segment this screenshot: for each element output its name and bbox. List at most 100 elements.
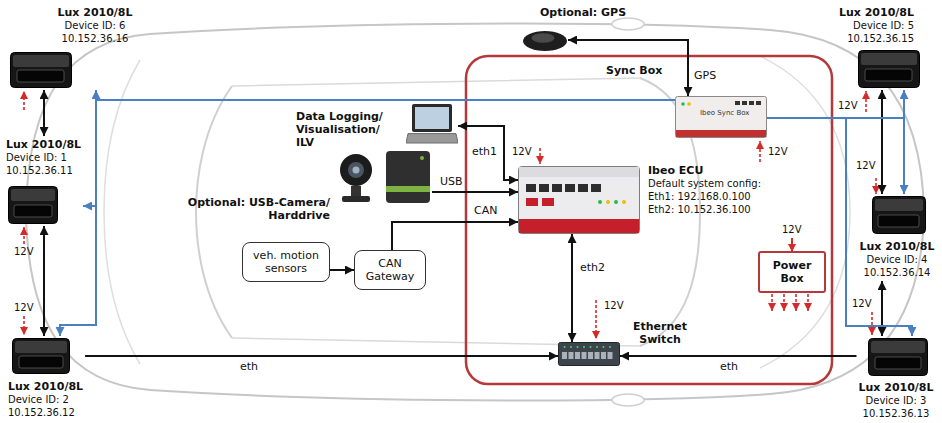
node-text: Eth2: 10.152.36.100 — [648, 203, 761, 216]
node-text: 10.152.36.12 — [8, 406, 83, 419]
text-block: Data Logging/ Visualisation/ ILV — [296, 110, 394, 149]
label-wrap: 12V — [782, 224, 802, 236]
text-block: Lux 2010/8LDevice ID: 410.152.36.14 — [859, 240, 934, 279]
edge-label-wrap: USB — [440, 176, 463, 188]
ethernet-switch: Ethernet Switch — [558, 342, 620, 366]
mirror — [612, 18, 644, 30]
lux-icon — [12, 338, 70, 374]
connector-line — [458, 126, 518, 180]
edge-label-wrap: eth2 — [580, 262, 605, 274]
edge-label-wrap: eth — [720, 361, 738, 373]
lux-icon — [868, 338, 928, 376]
node-text: Data Logging/ Visualisation/ ILV — [296, 110, 394, 149]
edge-label: GPS — [694, 69, 716, 82]
node-text: Eth1: 192.168.0.100 — [648, 190, 761, 203]
hood-line — [760, 56, 850, 368]
sync-box: Sync Box — [675, 96, 767, 138]
voltage-label: 12V — [14, 246, 34, 257]
usb-devices: Optional: USB-Camera/ Harddrive — [336, 150, 432, 204]
label-wrap: 12V — [768, 146, 788, 158]
connector-line — [571, 234, 573, 342]
sync-line — [767, 90, 904, 118]
node-text: Ibeo ECU — [648, 164, 761, 177]
logging-laptop: Data Logging/ Visualisation/ ILV — [406, 104, 458, 144]
node-text: Default system config: — [648, 177, 761, 190]
lux-icon — [10, 52, 72, 88]
sensor-box: veh. motion sensors — [242, 242, 330, 282]
ecu-unit: Ibeo ECUDefault system config:Eth1: 192.… — [518, 166, 640, 234]
edge-label: USB — [440, 175, 463, 188]
connector-line — [881, 90, 883, 194]
node-text: Device ID: 4 — [859, 253, 934, 266]
edge-label-wrap: eth1 — [472, 146, 497, 158]
sync-line — [767, 118, 904, 194]
trunk-line — [104, 60, 140, 364]
lidar-sensor: Lux 2010/8LDevice ID: 310.152.36.13 — [856, 336, 935, 422]
label-wrap: 12V — [14, 302, 34, 314]
gateway-box: CAN Gateway — [354, 250, 426, 290]
node-text: Lux 2010/8L — [859, 240, 934, 253]
voltage-label: 12V — [604, 300, 624, 311]
node-text: Device ID: 1 — [6, 151, 81, 164]
edge-label: eth1 — [472, 145, 497, 158]
label-wrap: 12V — [838, 100, 858, 112]
text-block: Lux 2010/8LDevice ID: 510.152.36.15 — [839, 6, 914, 45]
power-box: Power Box — [758, 251, 826, 293]
edge-label-wrap: eth — [240, 361, 258, 373]
lidar-sensor: Lux 2010/8LDevice ID: 610.152.36.16 — [8, 4, 135, 90]
label-wrap: 12V — [14, 246, 34, 258]
label-wrap: 12V — [856, 160, 876, 172]
node-text: Lux 2010/8L — [6, 138, 81, 151]
node-text: 10.152.36.15 — [839, 32, 914, 45]
node-text: 10.152.36.11 — [6, 164, 81, 177]
gps-antenna: Optional: GPS — [522, 28, 568, 52]
voltage-label: 12V — [768, 146, 788, 157]
voltage-label: 12V — [838, 100, 858, 111]
sync-line — [96, 90, 675, 100]
label-wrap: 12V — [604, 300, 624, 312]
text-block: Sync Box — [606, 64, 662, 77]
gps-icon — [522, 28, 568, 52]
edge-label-wrap: CAN — [474, 205, 497, 217]
sync-line — [60, 100, 675, 336]
text-block: Ethernet Switch — [627, 320, 693, 346]
usb-icon — [336, 150, 432, 204]
node-text: Power Box — [768, 259, 816, 285]
text-block: Lux 2010/8LDevice ID: 210.152.36.12 — [8, 380, 83, 419]
lidar-sensor: Lux 2010/8LDevice ID: 110.152.36.11 — [4, 136, 83, 226]
connector-line — [43, 90, 45, 136]
connector-line — [85, 355, 558, 357]
text-block: Lux 2010/8LDevice ID: 310.152.36.13 — [858, 381, 933, 420]
mirror — [612, 394, 644, 406]
connector-line — [392, 222, 518, 250]
text-block: Optional: USB-Camera/ Harddrive — [184, 196, 330, 222]
switch-icon — [558, 342, 620, 366]
power-feed-arrow — [791, 238, 793, 252]
text-block: Ibeo ECUDefault system config:Eth1: 192.… — [648, 164, 761, 216]
car-body — [26, 24, 924, 401]
laptop-icon — [406, 104, 458, 144]
node-text: Lux 2010/8L — [858, 381, 933, 394]
power-arrows — [24, 91, 876, 339]
label-wrap: 12V — [852, 298, 872, 310]
node-text: 10.152.36.13 — [858, 407, 933, 420]
edge-label: eth — [720, 360, 738, 373]
connector-line — [568, 40, 688, 96]
connector-line — [881, 281, 883, 336]
node-text: Optional: GPS — [540, 6, 626, 19]
node-text: CAN Gateway — [363, 257, 417, 283]
lux-icon — [858, 50, 920, 88]
label-wrap: 12V — [512, 146, 532, 158]
voltage-label: 12V — [856, 160, 876, 171]
node-text: Lux 2010/8L — [57, 6, 132, 19]
voltage-label: 12V — [512, 146, 532, 157]
connector-line — [43, 226, 45, 336]
node-text: Device ID: 6 — [57, 19, 132, 32]
edge-label: CAN — [474, 204, 497, 217]
lidar-sensor: Lux 2010/8LDevice ID: 410.152.36.14 — [857, 194, 936, 281]
node-text: Sync Box — [606, 64, 662, 77]
lidar-sensor: Lux 2010/8LDevice ID: 510.152.36.15 — [837, 4, 922, 90]
node-text: Device ID: 3 — [858, 394, 933, 407]
